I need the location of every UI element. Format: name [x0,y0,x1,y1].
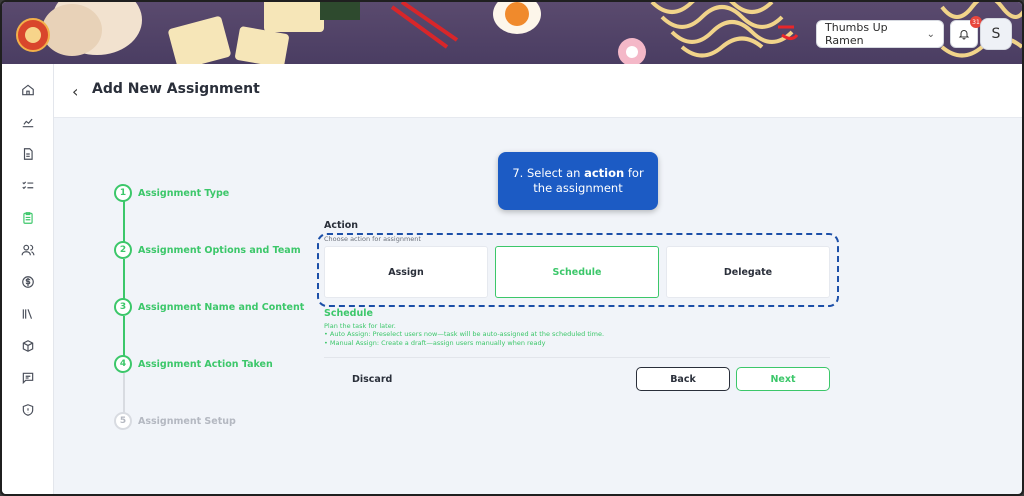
assign-option[interactable]: Assign [324,246,488,298]
guide-tooltip: 7. Select an action for the assignment [498,152,658,210]
tutorial-highlight-frame [317,233,839,307]
page-title: Add New Assignment [92,81,260,97]
schedule-description: Plan the task for later. [324,322,396,330]
schedule-manual-assign-note: • Manual Assign: Create a draft—assign u… [324,339,546,347]
sidebar-analytics-icon[interactable] [18,112,38,132]
back-button[interactable]: Back [636,367,730,391]
store-selector-label: Thumbs Up Ramen [825,21,888,47]
step-label: Assignment Options and Team [138,244,301,256]
sidebar-chat-icon[interactable] [18,368,38,388]
sidebar-clipboard-icon[interactable] [18,208,38,228]
step-number: 4 [114,355,132,373]
step-number: 3 [114,298,132,316]
step-4: 4 Assignment Action Taken [114,355,273,373]
discard-button[interactable]: Discard [352,374,393,385]
step-5: 5 Assignment Setup [114,412,236,430]
sidebar-box-icon[interactable] [18,336,38,356]
next-button[interactable]: Next [736,367,830,391]
action-section-title: Action [324,220,359,231]
step-connector [123,201,125,242]
notifications-button[interactable] [950,20,978,48]
step-number: 1 [114,184,132,202]
user-avatar[interactable]: S [980,18,1012,50]
sidebar-document-icon[interactable] [18,144,38,164]
sidebar-dollar-icon[interactable] [18,272,38,292]
schedule-option[interactable]: Schedule [495,246,659,298]
back-arrow-icon[interactable]: ‹ [72,82,79,101]
sidebar-checklist-icon[interactable] [18,176,38,196]
sidebar-shield-icon[interactable] [18,400,38,420]
sidebar [2,64,54,494]
sidebar-home-icon[interactable] [18,80,38,100]
section-divider [324,357,830,358]
step-number: 5 [114,412,132,430]
page-header: ‹ Add New Assignment [54,64,1022,118]
sidebar-library-icon[interactable] [18,304,38,324]
step-connector [123,316,125,356]
header-banner: Thumbs Up Ramen ⌄ 31 S [2,2,1022,64]
bell-icon [958,30,970,40]
step-number: 2 [114,241,132,259]
step-label: Assignment Name and Content [138,301,305,313]
step-label: Assignment Type [138,187,230,199]
action-section-subtitle: Choose action for assignment [324,235,421,243]
step-1: 1 Assignment Type [114,184,229,202]
step-2: 2 Assignment Options and Team [114,241,301,259]
chevron-down-icon: ⌄ [926,28,935,40]
step-label: Assignment Action Taken [138,358,273,370]
notification-count-badge: 31 [970,16,982,28]
step-connector [123,259,125,299]
schedule-title: Schedule [324,308,373,319]
step-connector [123,373,125,413]
banner-illustration [42,2,1022,64]
step-label: Assignment Setup [138,415,236,427]
brand-logo[interactable] [16,18,50,52]
delegate-option[interactable]: Delegate [666,246,830,298]
store-selector[interactable]: Thumbs Up Ramen ⌄ [816,20,944,48]
sidebar-users-icon[interactable] [18,240,38,260]
schedule-auto-assign-note: • Auto Assign: Preselect users now—task … [324,330,605,338]
step-3: 3 Assignment Name and Content [114,298,304,316]
tooltip-text: 7. Select an action for the assignment [512,166,644,195]
